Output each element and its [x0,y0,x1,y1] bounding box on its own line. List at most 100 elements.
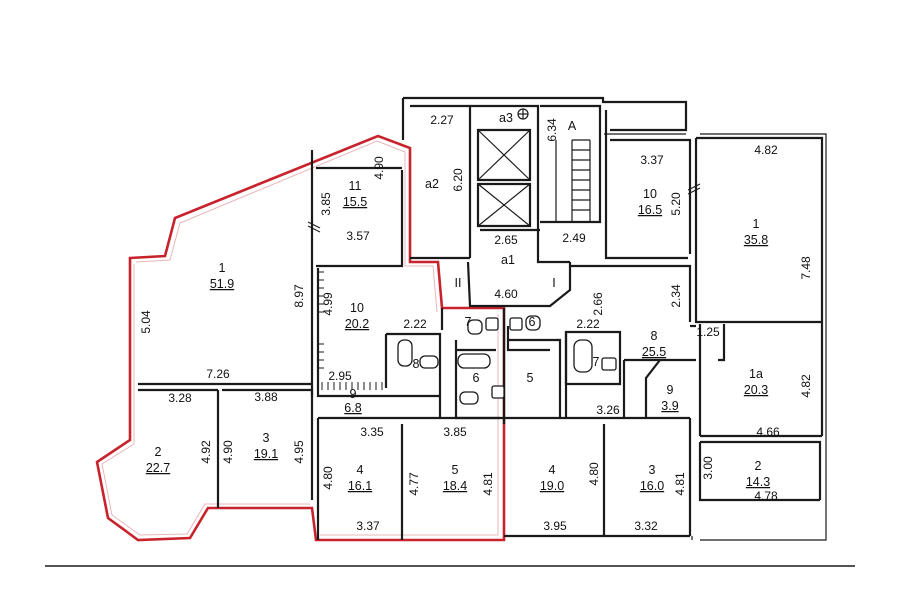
room-number: 10 [643,187,657,201]
dimension-label: 3.37 [640,153,664,167]
dimension-label: 2.95 [328,369,352,383]
room-number: 8 [651,329,658,343]
dimension-label: 4.82 [799,374,813,398]
outer-lines [604,133,827,541]
room-label: 1 51.9 [210,261,234,291]
room-labels: 1 51.9 2 22.7 3 19.1 9 6.8 10 20.2 11 15… [146,179,770,493]
room-area: 16.1 [348,479,372,493]
dimension-label: 3.95 [543,519,567,533]
room-number: 8 [413,357,420,371]
room-area: 19.1 [254,447,278,461]
room-number: 6 [473,371,480,385]
dimension-label: 7.48 [799,256,813,280]
room-label: 5 18.4 [443,463,467,493]
room-area: 6.8 [344,401,361,415]
room-number: 4 [357,463,364,477]
room-area: 15.5 [343,195,367,209]
dimension-label: 3.35 [360,425,384,439]
room-number: 7 [593,355,600,369]
dimension-label: 2.49 [562,231,586,245]
room-number: 2 [755,459,762,473]
room-area: 25.5 [642,345,666,359]
dimension-label: 3.57 [346,229,370,243]
dimension-label: 3.26 [596,403,620,417]
room-number: 1a [749,367,763,381]
core-label: a3 [499,111,513,125]
room-label: 3 19.1 [254,431,278,461]
dimension-label: 2.22 [403,317,427,331]
dimension-label: 6.34 [545,118,559,142]
dimension-label: 5.20 [669,192,683,216]
dimension-label: 3.28 [168,391,192,405]
core-labels: a3 a2 a1 A II I [425,111,577,290]
dimension-label: 8.97 [292,284,306,308]
dimension-label: 4.81 [481,472,495,496]
room-area: 14.3 [746,475,770,489]
room-area: 16.5 [638,203,662,217]
dimension-label: 2.27 [430,113,454,127]
dimension-label: 3.85 [319,192,333,216]
dimension-label: 3.88 [254,390,278,404]
dimension-label: 3.85 [443,425,467,439]
stair [555,139,591,222]
dimension-label: 4.82 [754,143,778,157]
fixtures [397,315,617,405]
dimension-label: 4.81 [673,472,687,496]
room-area: 18.4 [443,479,467,493]
room-number: 11 [349,179,362,193]
dimension-label: 3.37 [356,519,380,533]
core-label: a2 [425,177,439,191]
core-label: A [568,119,577,133]
room-label: 9 6.8 [344,387,361,415]
hatch-marks [307,183,701,390]
room-number: 3 [649,463,656,477]
room-number: 5 [527,371,534,385]
room-area: 19.0 [540,479,564,493]
room-number: 1 [753,217,760,231]
room-label: 4 16.1 [348,463,372,493]
dimension-label: 2.34 [669,284,683,308]
room-area: 3.9 [661,399,678,413]
room-number: 4 [549,463,556,477]
room-number: 2 [155,445,162,459]
room-label: 3 16.0 [640,463,664,493]
room-number: 3 [263,431,270,445]
dimension-label: 4.80 [321,466,335,490]
dimension-label: 2.22 [576,317,600,331]
room-area: 20.2 [345,317,369,331]
room-number: 1 [219,261,226,275]
dimension-label: 2.65 [494,233,518,247]
walls [138,96,824,540]
dimension-label: 3.32 [634,519,658,533]
dimension-label: 1.25 [696,325,720,339]
room-label: 11 15.5 [343,179,367,209]
room-area: 22.7 [146,461,170,475]
room-label: 4 19.0 [540,463,564,493]
dimension-label: 3.00 [701,456,715,480]
dimension-label: 2.66 [591,292,605,316]
core-label: I [552,276,555,290]
room-number: 9 [350,387,357,401]
room-area: 51.9 [210,277,234,291]
dimension-labels: 2.27 6.20 6.34 2.65 2.49 4.60 4.90 3.85 … [139,113,813,533]
room-label: 10 20.2 [345,301,369,331]
room-number: 7 [465,315,472,329]
room-label: 1a 20.3 [744,367,768,397]
dimension-label: 4.99 [321,292,335,316]
dimension-label: 4.80 [587,462,601,486]
dimension-label: 4.66 [756,425,780,439]
dimension-label: 4.78 [754,489,778,503]
room-area: 16.0 [640,479,664,493]
dimension-label: 7.26 [206,367,230,381]
room-number: 6 [529,315,536,329]
room-label: 8 25.5 [642,329,666,359]
room-number: 5 [452,463,459,477]
room-label: 10 16.5 [638,187,662,217]
dimension-label: 4.92 [199,440,213,464]
core-label: a1 [501,253,515,267]
room-number: 9 [667,383,674,397]
room-label: 2 14.3 [746,459,770,489]
dimension-label: 4.90 [372,156,386,180]
room-label: 2 22.7 [146,445,170,475]
